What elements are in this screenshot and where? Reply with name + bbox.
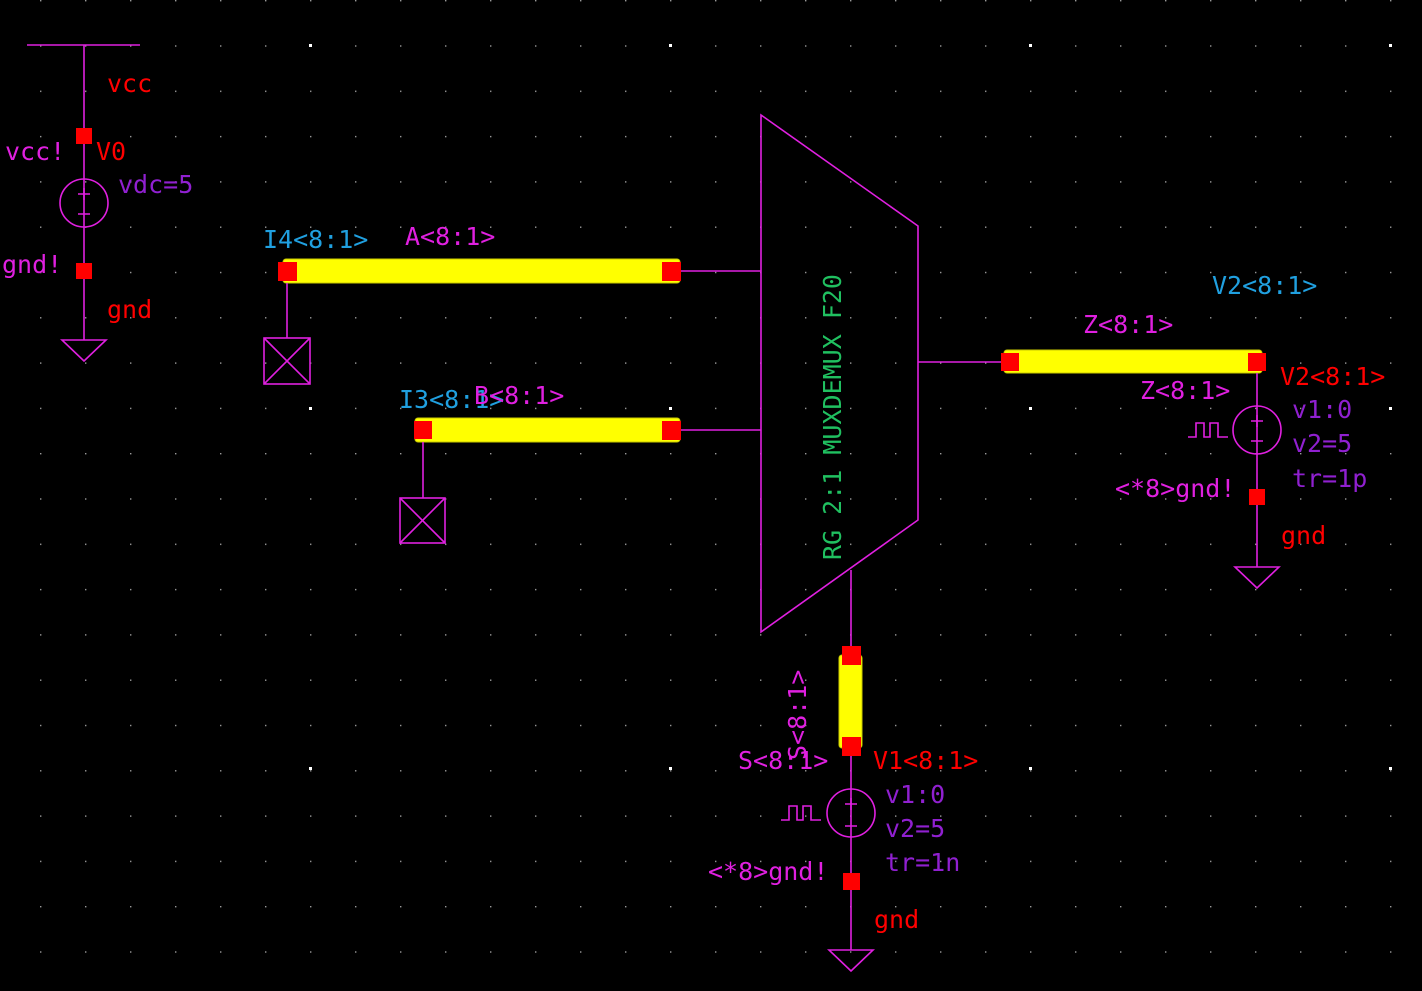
input-b[interactable]: I3<8:1> B<8:1>	[399, 381, 761, 544]
net-label-s-vertical: S<8:1>	[783, 670, 812, 760]
pulse-icon	[781, 805, 821, 821]
ground-icon	[827, 949, 875, 973]
ground-icon	[1233, 566, 1281, 590]
pin[interactable]	[1248, 353, 1266, 371]
param-tr: tr=1p	[1292, 464, 1367, 493]
pin-name-v2: V2<8:1>	[1212, 271, 1317, 300]
net-label-b: B<8:1>	[474, 381, 564, 410]
plus-minus-icon	[845, 798, 857, 827]
mux-instance[interactable]: RG 2:1 MUXDEMUX F20	[760, 113, 1004, 648]
param-v2: v2=5	[1292, 429, 1352, 458]
pin[interactable]	[662, 262, 681, 281]
plus-minus-icon	[1251, 415, 1263, 442]
pin[interactable]	[1001, 353, 1019, 371]
net-label-z-below: Z<8:1>	[1140, 376, 1230, 405]
pin[interactable]	[842, 737, 861, 756]
output-z[interactable]: Z<8:1> Z<8:1> V2<8:1> V2<8:1> v1:0 v2=5 …	[1001, 271, 1385, 590]
pulse-source-icon	[1232, 405, 1282, 455]
param-v1: v1:0	[1292, 395, 1352, 424]
net-label-s: S<8:1>	[738, 746, 828, 775]
ground-label: gnd	[874, 905, 919, 934]
ground-icon	[60, 339, 108, 363]
net-label-gnd: <*8>gnd!	[1115, 474, 1235, 503]
input-pin-icon[interactable]	[263, 337, 311, 385]
pin[interactable]	[76, 263, 92, 279]
net-label-vcc-bang: vcc!	[5, 137, 65, 166]
pin[interactable]	[414, 421, 432, 439]
net-label-gnd: <*8>gnd!	[708, 857, 828, 886]
pin[interactable]	[1249, 489, 1265, 505]
instance-label-v2: V2<8:1>	[1280, 362, 1385, 391]
net-label-z: Z<8:1>	[1083, 310, 1173, 339]
dc-source-icon	[59, 178, 109, 228]
net-label-a: A<8:1>	[405, 222, 495, 251]
pulse-source-icon	[826, 788, 876, 838]
vdc-source-v0[interactable]: vcc vcc! V0 vdc=5 gnd! gnd	[2, 44, 193, 363]
cell-name: RG 2:1 MUXDEMUX F20	[818, 274, 847, 560]
pin[interactable]	[662, 421, 681, 440]
ground-label: gnd	[1281, 521, 1326, 550]
pulse-icon	[1188, 422, 1228, 438]
select-s[interactable]: S<8:1> S<8:1> V1<8:1> v1:0 v2=5 tr=1n <*…	[708, 646, 978, 973]
plus-minus-icon	[78, 188, 90, 215]
bus-highlight-b[interactable]	[414, 417, 681, 443]
pin[interactable]	[76, 128, 92, 144]
bus-highlight-a[interactable]	[282, 258, 681, 284]
param-vdc: vdc=5	[118, 170, 193, 199]
input-a[interactable]: I4<8:1> A<8:1>	[263, 222, 761, 385]
param-v2: v2=5	[885, 814, 945, 843]
param-tr: tr=1n	[885, 848, 960, 877]
bus-highlight-s[interactable]	[838, 654, 863, 749]
pin[interactable]	[843, 873, 860, 890]
net-label-vcc: vcc	[107, 69, 152, 98]
param-v1: v1:0	[885, 780, 945, 809]
pin[interactable]	[842, 646, 861, 665]
pin[interactable]	[278, 262, 297, 281]
mux-symbol[interactable]	[760, 113, 919, 634]
pin-name-i4: I4<8:1>	[263, 225, 368, 254]
ground-label: gnd	[107, 295, 152, 324]
major-grid-dots	[309, 44, 1392, 770]
net-label-gnd-bang: gnd!	[2, 250, 62, 279]
pin-name-i3: I3<8:1>	[399, 385, 504, 414]
instance-label-v0: V0	[96, 137, 126, 166]
bus-highlight-z[interactable]	[1003, 349, 1263, 374]
instance-label-v1: V1<8:1>	[873, 746, 978, 775]
input-pin-icon[interactable]	[399, 497, 446, 544]
